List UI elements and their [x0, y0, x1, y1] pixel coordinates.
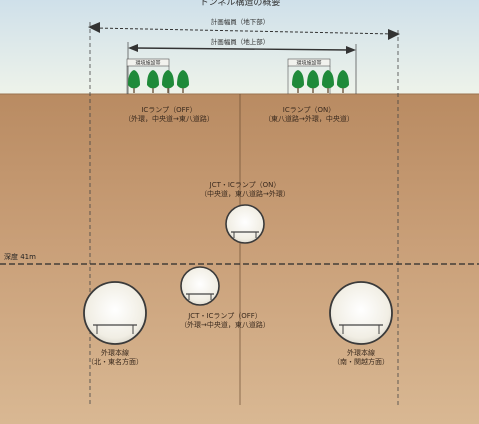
main-left-direction: （北・東名方面） [87, 358, 143, 366]
ramp-on-title: ICランプ（ON） [282, 106, 336, 114]
tree-icon [177, 70, 189, 89]
tree-icon [322, 70, 334, 89]
tree-icon [292, 70, 304, 89]
upper-span-label: 計画幅員（地下部） [211, 17, 270, 26]
arrow-icon [88, 22, 100, 33]
jct-off-route: （外環→中央道，東八道路） [180, 321, 270, 329]
main-right-label: 外環本線 （南・関越方面） [316, 349, 406, 367]
tree-icon [128, 70, 140, 93]
tree-icon [337, 70, 349, 89]
trees-left [128, 70, 189, 93]
tunnel-icon [180, 266, 220, 306]
ground-area [0, 94, 479, 424]
main-right-direction: （南・関越方面） [333, 358, 389, 366]
arrow-icon [388, 29, 400, 40]
sky-area [0, 0, 479, 94]
tunnel-jct-off [180, 266, 220, 306]
main-left-title: 外環本線 [101, 349, 129, 357]
ramp-on-label: ICランプ（ON） （東八道路→外環，中央道） [240, 106, 378, 124]
arrow-icon [346, 46, 356, 54]
jct-off-title: JCT・ICランプ（OFF） [188, 312, 262, 320]
header-text: トンネル構造の概要 [200, 0, 281, 8]
jct-on-title: JCT・ICランプ（ON） [209, 181, 281, 189]
ramp-off-label: ICランプ（OFF） （外環，中央道→東八道路） [100, 106, 238, 124]
main-right-title: 外環本線 [347, 349, 375, 357]
depth-label: 深度 41m [4, 252, 36, 261]
tree-icon [162, 70, 174, 89]
tunnel-icon [329, 281, 393, 345]
buffer-right-label: 環境施設帯 [296, 60, 321, 67]
tree-icon [147, 70, 159, 89]
jct-off-label: JCT・ICランプ（OFF） （外環→中央道，東八道路） [160, 312, 290, 330]
tree-icon [307, 70, 319, 89]
lower-span-label: 計画幅員（地上部） [211, 37, 270, 46]
tunnel-jct-on [225, 204, 265, 244]
jct-on-label: JCT・ICランプ（ON） （中央道，東八道路→外環） [180, 181, 310, 199]
tunnel-icon [83, 281, 147, 345]
ramp-off-route: （外環，中央道→東八道路） [124, 115, 214, 123]
buffer-left-label: 環境施設帯 [135, 60, 160, 67]
ramp-on-route: （東八道路→外環，中央道） [264, 115, 354, 123]
arrow-icon [128, 44, 138, 52]
upper-span [88, 22, 400, 405]
tunnel-main-right [329, 281, 393, 345]
jct-on-route: （中央道，東八道路→外環） [200, 190, 290, 198]
lower-span [127, 42, 357, 94]
trees-right [292, 70, 349, 93]
tunnel-icon [225, 204, 265, 244]
main-left-label: 外環本線 （北・東名方面） [70, 349, 160, 367]
ramp-off-title: ICランプ（OFF） [141, 106, 197, 114]
tunnel-main-left [83, 281, 147, 345]
